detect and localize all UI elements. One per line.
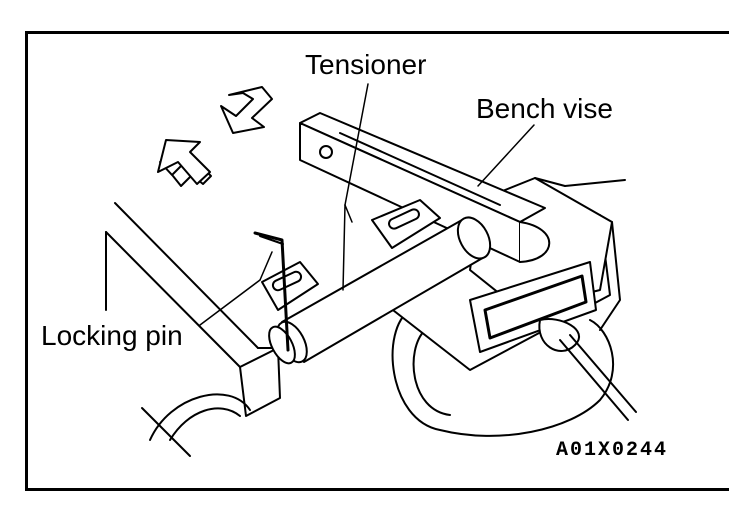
tensioner-label: Tensioner xyxy=(305,49,427,80)
bench-vise-label: Bench vise xyxy=(476,93,613,124)
leader-lines xyxy=(199,83,535,326)
figure-frame xyxy=(25,31,729,491)
arrow-in-icon xyxy=(220,86,273,134)
arrow-out-icon xyxy=(157,139,212,187)
figure-code-label: A01X0244 xyxy=(556,439,669,462)
tensioner-cylinder xyxy=(268,216,492,365)
locking-pin xyxy=(253,231,290,352)
locking-pin-label: Locking pin xyxy=(41,320,183,351)
tensioner-bracket xyxy=(261,199,441,311)
